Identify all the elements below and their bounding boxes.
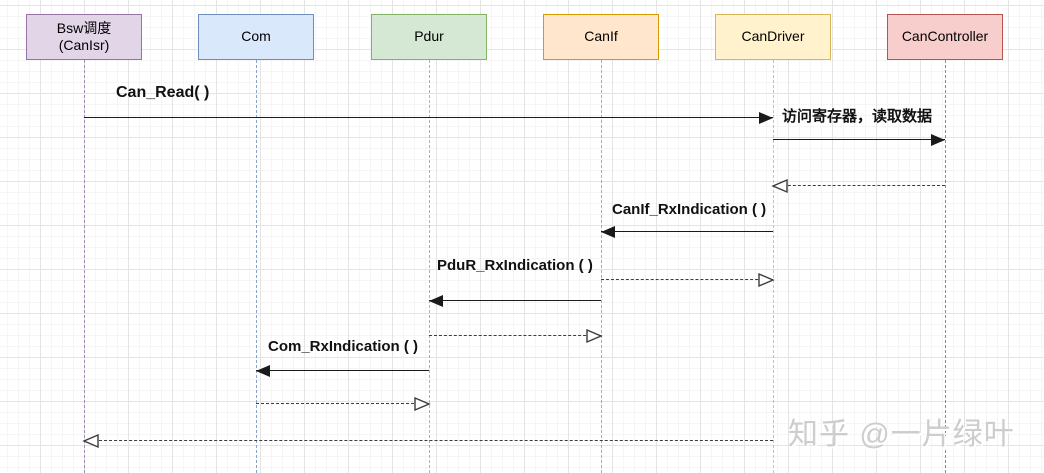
message-7-open-arrowhead-icon: [586, 328, 603, 344]
participant-box-candriver: CanDriver: [715, 14, 831, 60]
participant-box-canif: CanIf: [543, 14, 659, 60]
message-10-return-line: [84, 440, 773, 441]
message-6-label: PduR_RxIndication ( ): [437, 257, 593, 274]
message-5-return-line: [601, 279, 773, 280]
message-3-return-line: [773, 185, 945, 186]
message-2-call-line: [773, 139, 945, 140]
participant-box-com: Com: [198, 14, 314, 60]
lifeline-candriver: [773, 60, 774, 473]
message-4-label: CanIf_RxIndication ( ): [612, 201, 767, 218]
message-6-filled-arrowhead-icon: [429, 295, 443, 307]
message-8-label: Com_RxIndication ( ): [268, 338, 419, 355]
message-8-filled-arrowhead-icon: [256, 365, 270, 377]
participant-box-bsw-scheduler: Bsw调度 (CanIsr): [26, 14, 142, 60]
message-10-open-arrowhead-icon: [82, 433, 99, 449]
lifeline-canif: [601, 60, 602, 473]
message-3-open-arrowhead-icon: [771, 178, 788, 194]
message-7-return-line: [429, 335, 601, 336]
message-1-call-line: [84, 117, 773, 118]
lifeline-pdur: [429, 60, 430, 473]
message-9-open-arrowhead-icon: [414, 396, 431, 412]
lifeline-cancontroller: [945, 60, 946, 473]
watermark: 知乎 @一片绿叶: [788, 418, 1015, 451]
message-1-label: Can_Read( ): [116, 84, 210, 101]
lifeline-com: [256, 60, 257, 473]
message-5-open-arrowhead-icon: [758, 272, 775, 288]
message-4-call-line: [601, 231, 773, 232]
participant-box-pdur: Pdur: [371, 14, 487, 60]
message-2-filled-arrowhead-icon: [931, 134, 945, 146]
participant-box-cancontroller: CanController: [887, 14, 1003, 60]
lifeline-bsw-scheduler: [84, 60, 85, 473]
message-8-call-line: [256, 370, 429, 371]
message-1-filled-arrowhead-icon: [759, 112, 773, 124]
message-6-call-line: [429, 300, 601, 301]
message-2-label: 访问寄存器，读取数据: [782, 108, 933, 125]
message-9-return-line: [256, 403, 429, 404]
message-4-filled-arrowhead-icon: [601, 226, 615, 238]
